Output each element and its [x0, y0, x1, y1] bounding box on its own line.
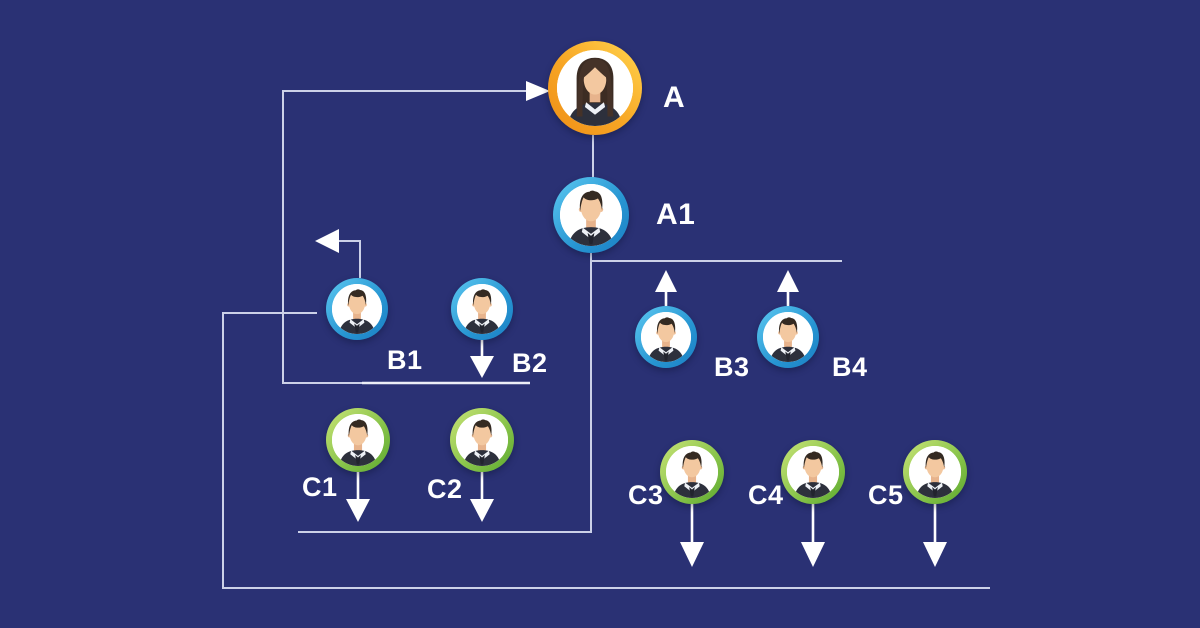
blue-ring: [451, 278, 513, 340]
avatar-male-icon: [666, 446, 718, 498]
node-label-c3: C3: [628, 480, 664, 510]
b1-connector-line: [339, 240, 361, 278]
blue-ring: [757, 306, 819, 368]
node-b1: [326, 278, 388, 340]
node-c1: [326, 408, 390, 472]
orange-ring: [548, 41, 642, 135]
node-c3: [660, 440, 724, 504]
avatar-male-icon: [909, 446, 961, 498]
green-ring: [450, 408, 514, 472]
node-c4: [781, 440, 845, 504]
node-a: [548, 41, 642, 135]
arrow-down-c1-icon: [346, 499, 370, 522]
node-label-c1: C1: [302, 472, 338, 502]
arrow-down-c5-icon: [923, 542, 947, 567]
avatar-female-icon: [557, 50, 633, 126]
arrow-left-b1-icon: [315, 229, 339, 253]
avatar-male-icon: [763, 312, 813, 362]
arrow-down-b2-icon: [470, 356, 494, 378]
left-and-bottom-rail: [222, 312, 990, 589]
node-label-b4: B4: [832, 352, 868, 382]
blue-ring: [553, 177, 629, 253]
node-b2: [451, 278, 513, 340]
node-label-b1: B1: [387, 345, 423, 375]
green-ring: [326, 408, 390, 472]
arrow-down-c2-icon: [470, 499, 494, 522]
avatar-male-icon: [787, 446, 839, 498]
avatar-male-icon: [456, 414, 508, 466]
node-c2: [450, 408, 514, 472]
node-b4: [757, 306, 819, 368]
avatar-male-icon: [457, 284, 507, 334]
green-ring: [903, 440, 967, 504]
node-c5: [903, 440, 967, 504]
node-a1: [553, 177, 629, 253]
node-label-b3: B3: [714, 352, 750, 382]
avatar-male-icon: [560, 184, 622, 246]
blue-ring: [326, 278, 388, 340]
node-b3: [635, 306, 697, 368]
green-ring: [781, 440, 845, 504]
avatar-male-icon: [332, 414, 384, 466]
arrow-up-b3-icon: [655, 270, 677, 292]
node-label-a: A: [663, 81, 686, 114]
arrow-up-b4-icon: [777, 270, 799, 292]
avatar-male-icon: [641, 312, 691, 362]
node-label-c4: C4: [748, 480, 784, 510]
green-ring: [660, 440, 724, 504]
node-label-c2: C2: [427, 474, 463, 504]
avatar-male-icon: [332, 284, 382, 334]
arrow-down-c3-icon: [680, 542, 704, 567]
node-label-b2: B2: [512, 348, 548, 378]
node-label-a1: A1: [656, 198, 696, 231]
arrow-right-into-a-icon: [526, 81, 550, 101]
blue-ring: [635, 306, 697, 368]
arrow-down-c4-icon: [801, 542, 825, 567]
node-label-c5: C5: [868, 480, 904, 510]
a1-downline: [298, 253, 592, 533]
